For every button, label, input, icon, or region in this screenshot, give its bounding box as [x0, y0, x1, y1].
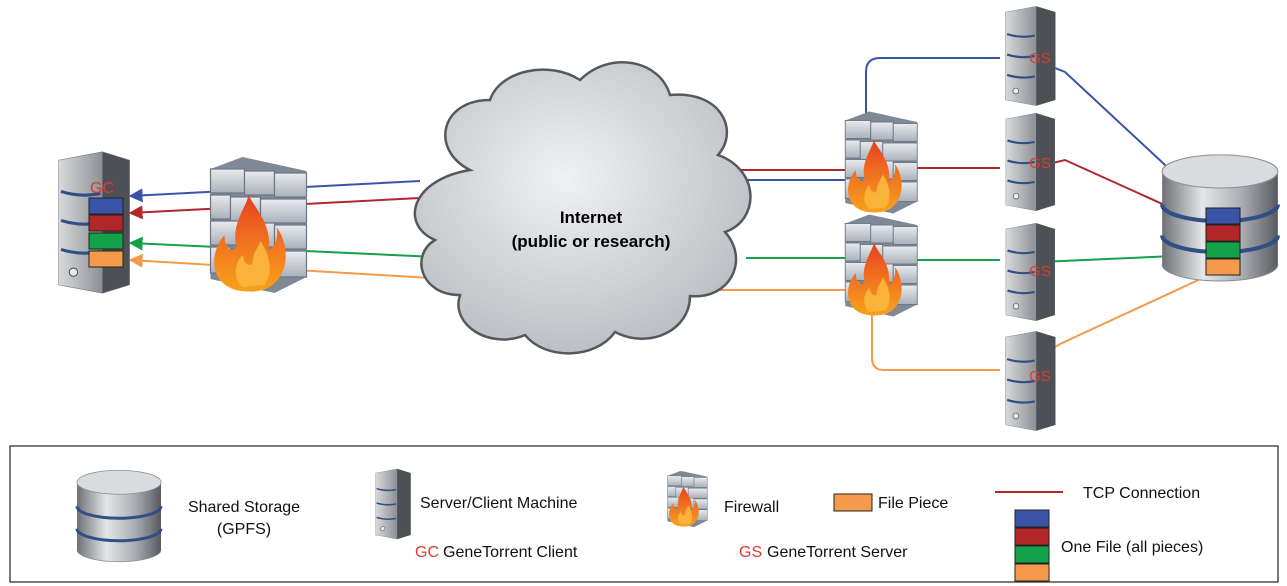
tcp-connection-blue — [865, 57, 1000, 120]
gs-server-4: GS — [1004, 330, 1057, 432]
file-piece-orange — [88, 250, 124, 268]
legend-storage-line1: Shared Storage — [188, 499, 300, 516]
legend-tcp-label: TCP Connection — [1083, 485, 1200, 502]
legend: Shared Storage (GPFS) Server/Client Mach… — [9, 445, 1279, 583]
client-file-pieces — [88, 197, 124, 268]
legend-one-file-stack — [1014, 509, 1050, 582]
file-piece-blue — [1205, 207, 1241, 225]
legend-storage-icon — [75, 468, 163, 564]
legend-one-file-label: One File (all pieces) — [1061, 539, 1203, 556]
legend-box — [9, 445, 1279, 583]
file-piece-blue — [88, 197, 124, 215]
server-code: GS — [1029, 263, 1051, 280]
legend-gs-text: GeneTorrent Server — [767, 544, 908, 561]
internet-cloud: Internet (public or research) — [413, 61, 752, 355]
gs-server-2: GS — [1004, 112, 1057, 212]
shared-storage — [1162, 155, 1278, 281]
gs-server-1: GS — [1004, 5, 1057, 107]
legend-file-piece-label: File Piece — [878, 495, 948, 512]
client-code: GC — [90, 180, 114, 197]
storage-file-pieces — [1205, 207, 1241, 276]
legend-file-piece-swatch — [833, 493, 873, 512]
file-piece-red — [1014, 527, 1050, 546]
server-code: GS — [1029, 155, 1051, 172]
tcp-connection-orange — [871, 304, 1000, 371]
client-machine: GC — [57, 150, 132, 295]
cloud-title: Internet — [560, 208, 623, 227]
legend-firewall-icon — [667, 470, 708, 528]
cloud-subtitle: (public or research) — [512, 232, 671, 251]
client-firewall-icon — [209, 156, 308, 294]
cloud-shape — [413, 61, 752, 355]
tcp-connection-orange — [1029, 269, 1221, 363]
legend-firewall-label: Firewall — [724, 499, 779, 516]
legend-gc-text: GeneTorrent Client — [443, 544, 578, 561]
server-code: GS — [1029, 50, 1051, 67]
file-piece-orange — [1014, 563, 1050, 582]
server-firewall-bottom-icon — [844, 214, 918, 317]
server-code: GS — [1029, 368, 1051, 385]
file-piece-green — [88, 232, 124, 250]
server-firewall-top-icon — [844, 111, 918, 214]
legend-gs-code: GS — [739, 544, 762, 561]
legend-machine-label: Server/Client Machine — [420, 495, 578, 512]
file-piece-green — [1014, 545, 1050, 564]
file-piece-red — [88, 214, 124, 232]
legend-server-icon — [374, 468, 412, 540]
gs-server-3: GS — [1004, 222, 1057, 322]
file-piece-green — [1205, 241, 1241, 259]
file-piece-orange — [1205, 258, 1241, 276]
legend-storage-line2: (GPFS) — [217, 521, 271, 538]
legend-gc-code: GC — [415, 544, 439, 561]
file-piece-red — [1205, 224, 1241, 242]
file-piece-blue — [1014, 509, 1050, 528]
